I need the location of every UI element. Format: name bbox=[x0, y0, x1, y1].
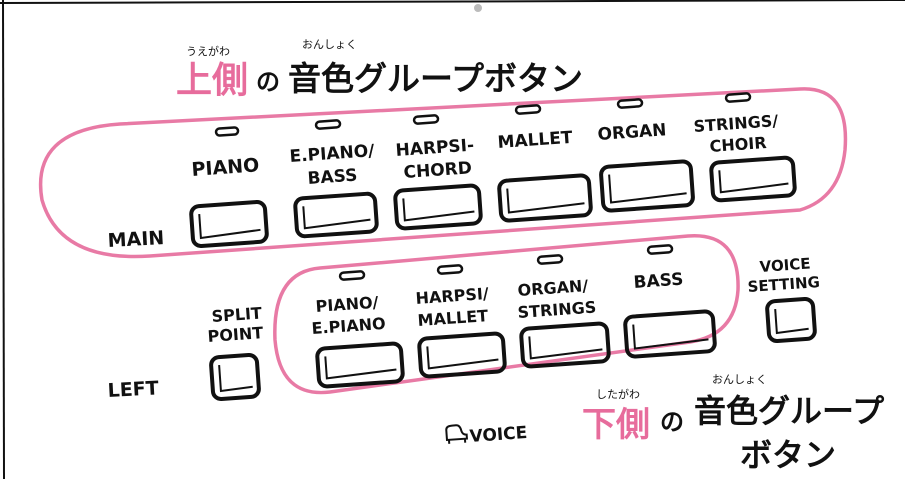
left-switch-piano-epiano[interactable] bbox=[315, 341, 405, 389]
ruby-uegawa: うえがわ bbox=[186, 44, 230, 58]
main-label-mallet: MALLET bbox=[497, 128, 574, 153]
grand-piano-icon bbox=[445, 424, 468, 444]
main-led-epiano-bass bbox=[314, 119, 342, 130]
left-button-bass[interactable]: BASS bbox=[623, 244, 717, 359]
main-switch-strings-choir[interactable] bbox=[709, 155, 797, 203]
main-switch-piano[interactable] bbox=[189, 200, 269, 248]
main-switch-inner-strings-choir bbox=[718, 170, 789, 194]
main-switch-inner-epiano-bass bbox=[302, 206, 371, 230]
left-switch-inner-bass bbox=[632, 324, 709, 350]
left-label-epiano: E.PIANO bbox=[311, 314, 386, 338]
left-switch-organ-strings[interactable] bbox=[519, 321, 611, 369]
panel-dot-marker bbox=[474, 4, 482, 12]
voice-footer: VOICE bbox=[445, 423, 528, 447]
left-label-organ: ORGAN/ bbox=[517, 276, 589, 300]
main-label: MAIN bbox=[107, 227, 165, 252]
split-point-switch[interactable] bbox=[209, 352, 261, 402]
upper-kanji: 上側 bbox=[176, 60, 248, 101]
upper-particle: の bbox=[256, 68, 280, 96]
lower-title-line1: 音色グループ bbox=[694, 392, 885, 430]
left-label-strings: STRINGS bbox=[517, 298, 597, 322]
left-led-piano-epiano bbox=[338, 270, 366, 281]
main-switch-mallet[interactable] bbox=[497, 173, 593, 223]
main-switch-organ[interactable] bbox=[599, 159, 695, 213]
lower-particle: の bbox=[660, 408, 684, 436]
left-label-mallet: MALLET bbox=[417, 306, 489, 330]
voice-setting-button[interactable]: VOICE SETTING bbox=[747, 254, 820, 344]
left-switch-bass[interactable] bbox=[623, 309, 717, 359]
main-switch-inner-harpsichord bbox=[402, 198, 475, 222]
main-label-epiano: E.PIANO/ bbox=[289, 141, 376, 167]
left-button-organ-strings[interactable]: ORGAN/ STRINGS bbox=[517, 254, 611, 369]
voice-setting-inner bbox=[774, 309, 809, 335]
left-label-piano: PIANO/ bbox=[315, 293, 379, 316]
split-label-2: POINT bbox=[207, 323, 264, 346]
split-point-inner bbox=[218, 365, 253, 393]
left-switch-harpsi-mallet[interactable] bbox=[417, 331, 507, 379]
main-button-organ[interactable]: ORGAN bbox=[597, 98, 695, 213]
left-label-bass: BASS bbox=[633, 270, 684, 293]
panel-left-edge bbox=[2, 0, 5, 479]
upper-group-title: うえがわ おんしょく 上側 の 音色グループボタン bbox=[176, 38, 583, 101]
main-button-harpsichord[interactable]: HARPSI- CHORD bbox=[393, 114, 483, 231]
split-point-button[interactable]: SPLIT POINT bbox=[207, 304, 264, 402]
split-label-1: SPLIT bbox=[211, 304, 263, 326]
left-label: LEFT bbox=[107, 377, 159, 402]
main-label-piano: PIANO bbox=[191, 154, 260, 181]
upper-title-text: 音色グループボタン bbox=[288, 59, 583, 98]
voice-footer-label: VOICE bbox=[469, 423, 528, 447]
left-led-bass bbox=[646, 244, 674, 255]
lower-group-title: したがわ おんしょく 下側 の 音色グループ ボタン bbox=[582, 373, 885, 474]
left-switch-inner-harpsi-mallet bbox=[426, 346, 499, 370]
lower-kanji: 下側 bbox=[582, 405, 650, 445]
main-button-strings-choir[interactable]: STRINGS/ CHOIR bbox=[693, 92, 797, 203]
main-button-piano[interactable]: PIANO bbox=[189, 126, 269, 248]
main-label-organ: ORGAN bbox=[597, 120, 667, 145]
voice-setting-label-2: SETTING bbox=[747, 273, 820, 296]
main-switch-inner-mallet bbox=[506, 188, 585, 214]
main-label-harpsi: HARPSI- bbox=[395, 136, 475, 161]
main-button-mallet[interactable]: MALLET bbox=[497, 104, 593, 223]
main-label-choir: CHOIR bbox=[709, 133, 767, 156]
voice-setting-switch[interactable] bbox=[765, 296, 817, 344]
ruby-onshoku-lower: おんしょく bbox=[712, 373, 767, 386]
main-label-bass: BASS bbox=[307, 166, 358, 189]
main-led-strings-choir bbox=[724, 92, 752, 103]
panel-edge-line bbox=[0, 0, 906, 4]
left-led-organ-strings bbox=[536, 254, 564, 265]
main-led-mallet bbox=[514, 104, 542, 115]
main-switch-inner-piano bbox=[198, 213, 261, 240]
left-led-harpsi-mallet bbox=[436, 264, 464, 275]
main-button-epiano-bass[interactable]: E.PIANO/ BASS bbox=[289, 119, 379, 239]
ruby-shitagawa: したがわ bbox=[596, 387, 640, 401]
main-led-organ bbox=[616, 98, 644, 109]
left-label-harpsi: HARPSI/ bbox=[415, 284, 489, 308]
main-switch-harpsichord[interactable] bbox=[393, 183, 483, 231]
left-switch-inner-organ-strings bbox=[528, 336, 603, 360]
ruby-onshoku-upper: おんしょく bbox=[302, 38, 357, 51]
left-button-piano-epiano[interactable]: PIANO/ E.PIANO bbox=[311, 270, 405, 389]
main-led-piano bbox=[214, 126, 240, 137]
main-led-harpsichord bbox=[412, 114, 440, 125]
voice-setting-label-1: VOICE bbox=[759, 254, 811, 276]
main-label-strings: STRINGS/ bbox=[693, 111, 779, 136]
left-group-outline bbox=[273, 234, 740, 395]
left-switch-inner-piano-epiano bbox=[324, 356, 397, 380]
main-label-chord: CHORD bbox=[403, 158, 473, 183]
main-group-outline bbox=[38, 87, 848, 259]
left-button-harpsi-mallet[interactable]: HARPSI/ MALLET bbox=[415, 264, 507, 379]
main-switch-epiano-bass[interactable] bbox=[293, 191, 379, 239]
main-switch-inner-organ bbox=[608, 174, 687, 204]
lower-title-line2: ボタン bbox=[740, 436, 836, 474]
